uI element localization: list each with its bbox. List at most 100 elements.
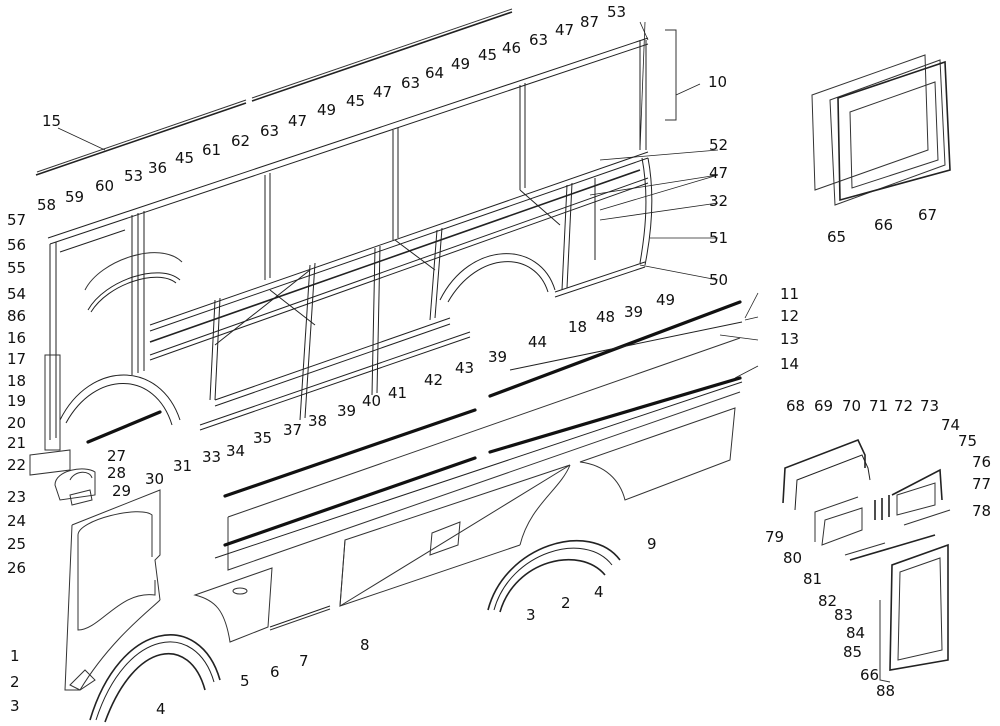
callout-10: 10 xyxy=(708,73,727,91)
side-frame xyxy=(47,37,653,431)
callout-25: 25 xyxy=(7,535,26,553)
callout-2-b: 2 xyxy=(561,594,571,612)
callout-17: 17 xyxy=(7,350,26,368)
callout-32: 32 xyxy=(709,192,728,210)
callout-60: 60 xyxy=(95,177,114,195)
front-arch-trims xyxy=(89,634,221,723)
callout-66-b: 66 xyxy=(860,666,879,684)
callout-47-d: 47 xyxy=(709,164,728,182)
callout-56: 56 xyxy=(7,236,26,254)
callout-77: 77 xyxy=(972,475,991,493)
callout-34: 34 xyxy=(226,442,245,460)
callout-1: 1 xyxy=(10,647,20,665)
arch-liner-parts xyxy=(54,468,96,506)
callout-labels: 15 58 57 56 55 54 86 16 17 18 19 20 21 2… xyxy=(7,3,991,718)
callout-53-b: 53 xyxy=(607,3,626,21)
callout-67: 67 xyxy=(918,206,937,224)
callout-54: 54 xyxy=(7,285,26,303)
callout-37: 37 xyxy=(283,421,302,439)
callout-85: 85 xyxy=(843,643,862,661)
callout-55: 55 xyxy=(7,259,26,277)
callout-14: 14 xyxy=(780,355,799,373)
callout-78: 78 xyxy=(972,502,991,520)
callout-19: 19 xyxy=(7,392,26,410)
callout-27: 27 xyxy=(107,447,126,465)
callout-45-c: 45 xyxy=(478,46,497,64)
callout-49-b: 49 xyxy=(451,55,470,73)
callout-4-b: 4 xyxy=(594,583,604,601)
callout-72: 72 xyxy=(894,397,913,415)
callout-71: 71 xyxy=(869,397,888,415)
callout-44: 44 xyxy=(528,333,547,351)
callout-50: 50 xyxy=(709,271,728,289)
window-assembly-large xyxy=(811,54,951,206)
callout-41: 41 xyxy=(388,384,407,402)
callout-84: 84 xyxy=(846,624,865,642)
callout-39-b: 39 xyxy=(488,348,507,366)
callout-20: 20 xyxy=(7,414,26,432)
callout-5: 5 xyxy=(240,672,250,690)
callout-62: 62 xyxy=(231,132,250,150)
callout-80: 80 xyxy=(783,549,802,567)
callout-12: 12 xyxy=(780,307,799,325)
callout-82: 82 xyxy=(818,592,837,610)
callout-24: 24 xyxy=(7,512,26,530)
callout-47: 47 xyxy=(288,112,307,130)
callout-26: 26 xyxy=(7,559,26,577)
callout-23: 23 xyxy=(7,488,26,506)
callout-3-b: 3 xyxy=(526,606,536,624)
callout-63-c: 63 xyxy=(529,31,548,49)
callout-79: 79 xyxy=(765,528,784,546)
callout-75: 75 xyxy=(958,432,977,450)
callout-61: 61 xyxy=(202,141,221,159)
callout-22: 22 xyxy=(7,456,26,474)
callout-3: 3 xyxy=(10,697,20,715)
callout-4: 4 xyxy=(156,700,166,718)
callout-74: 74 xyxy=(941,416,960,434)
callout-18: 18 xyxy=(7,372,26,390)
callout-39: 39 xyxy=(337,402,356,420)
rear-arch-trims xyxy=(487,539,621,613)
callout-16: 16 xyxy=(7,329,26,347)
callout-15: 15 xyxy=(42,112,61,130)
callout-53: 53 xyxy=(124,167,143,185)
callout-13: 13 xyxy=(780,330,799,348)
callout-57: 57 xyxy=(7,211,26,229)
callout-73: 73 xyxy=(920,397,939,415)
callout-48: 48 xyxy=(596,308,615,326)
callout-49: 49 xyxy=(317,101,336,119)
callout-42: 42 xyxy=(424,371,443,389)
callout-21: 21 xyxy=(7,434,26,452)
callout-47-b: 47 xyxy=(373,83,392,101)
callout-76: 76 xyxy=(972,453,991,471)
callout-63-b: 63 xyxy=(401,74,420,92)
leader-lines xyxy=(57,21,759,379)
callout-28: 28 xyxy=(107,464,126,482)
callout-68: 68 xyxy=(786,397,805,415)
callout-40: 40 xyxy=(362,392,381,410)
callout-8: 8 xyxy=(360,636,370,654)
callout-81: 81 xyxy=(803,570,822,588)
callout-36: 36 xyxy=(148,159,167,177)
callout-29: 29 xyxy=(112,482,131,500)
callout-45-b: 45 xyxy=(346,92,365,110)
callout-65: 65 xyxy=(827,228,846,246)
callout-64: 64 xyxy=(425,64,444,82)
callout-51: 51 xyxy=(709,229,728,247)
callout-30: 30 xyxy=(145,470,164,488)
callout-59: 59 xyxy=(65,188,84,206)
callout-2: 2 xyxy=(10,673,20,691)
callout-7: 7 xyxy=(299,652,309,670)
roof-rail-part xyxy=(35,8,513,176)
callout-31: 31 xyxy=(173,457,192,475)
callout-33: 33 xyxy=(202,448,221,466)
callout-39-c: 39 xyxy=(624,303,643,321)
callout-6: 6 xyxy=(270,663,280,681)
callout-69: 69 xyxy=(814,397,833,415)
callout-70: 70 xyxy=(842,397,861,415)
callout-43: 43 xyxy=(455,359,474,377)
window-kit-small xyxy=(782,438,951,683)
callout-9: 9 xyxy=(647,535,657,553)
callout-86: 86 xyxy=(7,307,26,325)
